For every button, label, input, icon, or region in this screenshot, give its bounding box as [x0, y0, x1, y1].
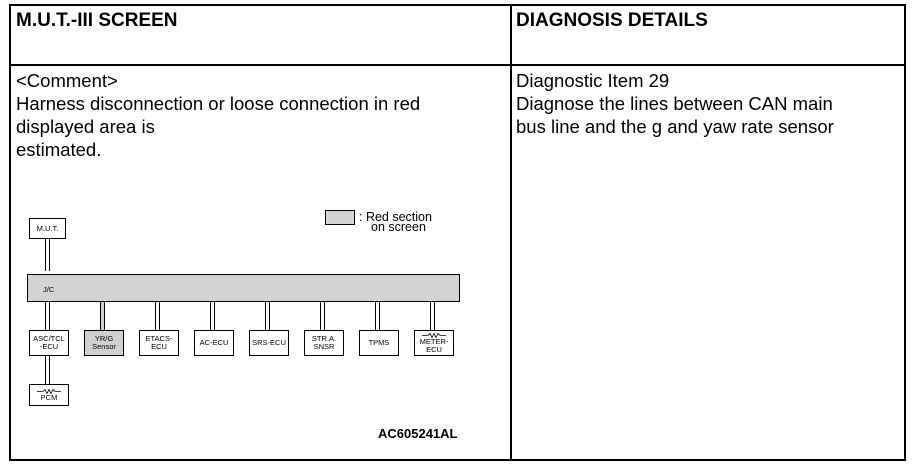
ecu-box-asc-tcl: ASC/TCL -ECU — [29, 330, 69, 356]
legend-text-2: on screen — [371, 220, 426, 234]
legend-text-1: : Red section — [359, 210, 432, 224]
ecu-label: ECU — [426, 344, 442, 354]
pcm-box: PCM — [29, 384, 69, 406]
ecu-label: SNSR — [313, 342, 335, 351]
diagnosis-details-header: DIAGNOSIS DETAILS — [516, 10, 708, 31]
ecu-label: SRS-ECU — [252, 338, 286, 347]
ecu-label: ASC/TCL — [33, 334, 65, 343]
ecu-connector — [430, 302, 435, 330]
mut-connector — [45, 239, 50, 271]
ecu-label: STR.A. — [311, 334, 337, 343]
comment-line: Harness disconnection or loose connectio… — [16, 93, 421, 114]
comment-label: <Comment> — [16, 70, 118, 91]
ecu-label: ETACS- — [145, 334, 173, 343]
ecu-label: ECU — [151, 342, 167, 351]
comment-block: <Comment> Harness disconnection or loose… — [16, 69, 506, 161]
ecu-label: METER- — [419, 336, 449, 346]
ecu-label: AC-ECU — [199, 338, 229, 347]
ecu-box-str-a-snsr: STR.A. SNSR — [304, 330, 344, 356]
terminator-resistor-icon — [422, 332, 446, 338]
diagnostic-item-title: Diagnostic Item 29 — [516, 70, 670, 91]
ecu-box-meter: METER- ECU — [414, 330, 454, 356]
column-divider — [510, 6, 512, 459]
pcm-label: PCM — [40, 392, 58, 402]
can-bus-diagram: M.U.T. : Red section on screen J/C ASC/T… — [25, 206, 485, 451]
details-line: Diagnose the lines between CAN main — [516, 93, 833, 114]
jc-label: J/C — [43, 285, 55, 294]
details-line: bus line and the g and yaw rate sensor — [516, 116, 834, 137]
diagnosis-table: M.U.T.-III SCREEN DIAGNOSIS DETAILS <Com… — [9, 4, 906, 461]
mut-box: M.U.T. — [29, 218, 66, 239]
ecu-label: -ECU — [39, 342, 59, 351]
terminator-resistor-icon — [37, 388, 61, 394]
header-divider — [11, 64, 904, 66]
ecu-connector — [155, 302, 160, 330]
ecu-box-srs: SRS-ECU — [249, 330, 289, 356]
ecu-connector — [45, 302, 50, 330]
details-block: Diagnostic Item 29 Diagnose the lines be… — [516, 69, 906, 138]
ecu-connector — [210, 302, 215, 330]
legend-swatch — [325, 210, 355, 225]
jc-bus-bar — [27, 274, 460, 302]
ecu-box-yrg-sensor: YR/G Sensor — [84, 330, 124, 356]
figure-id: AC605241AL — [378, 426, 458, 441]
ecu-label: Sensor — [92, 342, 116, 351]
mut-screen-header: M.U.T.-III SCREEN — [16, 10, 178, 31]
ecu-connector-highlighted — [100, 302, 105, 330]
ecu-connector — [375, 302, 380, 330]
pcm-connector — [45, 356, 50, 384]
ecu-label: YR/G — [94, 334, 114, 343]
ecu-connector — [265, 302, 270, 330]
ecu-box-etacs: ETACS- ECU — [139, 330, 179, 356]
comment-line: displayed area is — [16, 116, 155, 137]
ecu-box-tpms: TPMS — [359, 330, 399, 356]
ecu-box-ac: AC-ECU — [194, 330, 234, 356]
mut-label: M.U.T. — [36, 223, 59, 233]
ecu-label: TPMS — [368, 338, 390, 347]
ecu-connector — [320, 302, 325, 330]
comment-line: estimated. — [16, 139, 102, 160]
